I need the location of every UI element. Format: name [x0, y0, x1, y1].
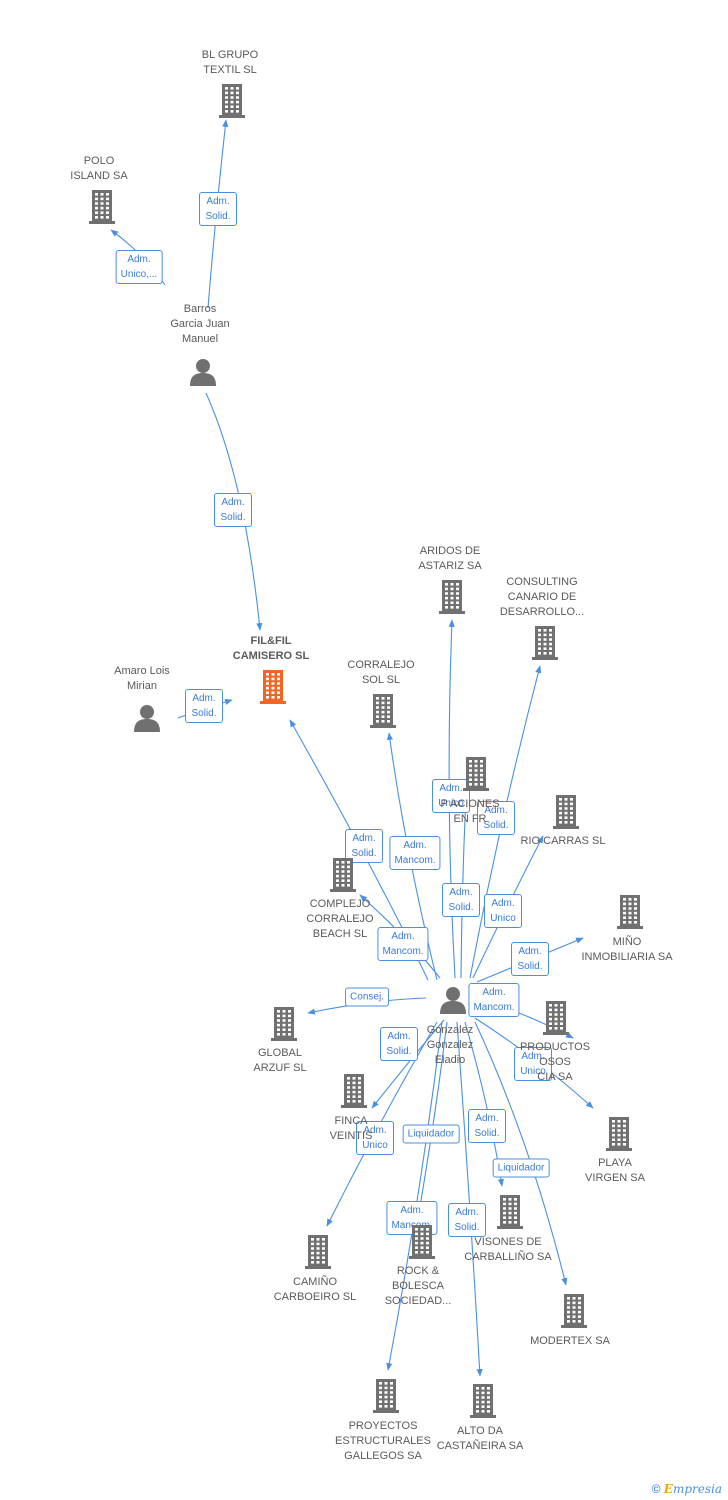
- node-label-camino[interactable]: CAMIÑO CARBOEIRO SL: [273, 1276, 357, 1303]
- edge-label-gonzalez-to-filfil[interactable]: Adm. Solid.: [345, 829, 383, 863]
- company-building-icon[interactable]: [373, 1379, 399, 1418]
- brand-logo-initial: E: [663, 1482, 673, 1496]
- company-building-icon[interactable]: [606, 1117, 632, 1156]
- company-building-icon[interactable]: [561, 1294, 587, 1333]
- company-building-icon[interactable]: [271, 1007, 297, 1046]
- node-label-proyectos[interactable]: PROYECTOS ESTRUCTURALES GALLEGOS SA: [335, 1420, 431, 1462]
- company-building-icon[interactable]: [341, 1074, 367, 1113]
- company-building-icon[interactable]: [305, 1235, 331, 1274]
- edge-label-gonzalez-to-finca[interactable]: Adm. Solid.: [380, 1027, 418, 1061]
- company-building-icon[interactable]: [543, 1001, 569, 1040]
- edge-label-gonzalez-to-alto[interactable]: Adm. Solid.: [448, 1203, 486, 1237]
- edge-label-gonzalez-to-rio_carras[interactable]: Adm. Unico: [484, 894, 522, 928]
- node-label-productos[interactable]: PRODUCTOS OSOS CIA SA: [519, 1041, 591, 1083]
- person-icon[interactable]: [439, 986, 467, 1019]
- edge-label-gonzalez-to-modertex[interactable]: Liquidador: [492, 1158, 550, 1178]
- node-label-p_en_fr[interactable]: P ACIONES EN FR: [440, 798, 500, 825]
- edge-gonzalez-to-finca: [371, 1019, 445, 1109]
- edge-label-barros-to-bl_grupo[interactable]: Adm. Solid.: [199, 192, 237, 226]
- brand-footer: © Empresia: [652, 1482, 722, 1496]
- company-building-icon[interactable]: [219, 84, 245, 123]
- company-building-icon[interactable]: [330, 858, 356, 897]
- node-label-visones[interactable]: VISONES DE CARBALLIÑO SA: [464, 1236, 552, 1263]
- node-label-modertex[interactable]: MODERTEX SA: [530, 1335, 610, 1347]
- company-building-icon[interactable]: [463, 757, 489, 796]
- company-building-icon[interactable]: [260, 670, 286, 709]
- company-building-icon[interactable]: [439, 580, 465, 619]
- edge-label-gonzalez-to-camino[interactable]: Adm. Unico: [356, 1121, 394, 1155]
- company-building-icon[interactable]: [89, 190, 115, 229]
- edge-label-barros-to-polo[interactable]: Adm. Unico,...: [115, 250, 163, 284]
- node-label-complejo[interactable]: COMPLEJO CORRALEJO BEACH SL: [306, 898, 374, 940]
- edge-label-gonzalez-to-global[interactable]: Consej.: [345, 987, 389, 1007]
- edge-label-gonzalez-to-playa[interactable]: Adm. Unico: [514, 1047, 552, 1081]
- brand-logo-text: mpresia: [672, 1482, 722, 1496]
- node-label-filfil[interactable]: FIL&FIL CAMISERO SL: [232, 635, 310, 662]
- edge-label-gonzalez-to-corralejo_sol[interactable]: Adm. Mancom.: [389, 836, 441, 870]
- company-building-icon[interactable]: [409, 1225, 435, 1264]
- node-label-mino[interactable]: MIÑO INMOBILIARIA SA: [581, 936, 673, 963]
- node-label-barros[interactable]: Barros Garcia Juan Manuel: [170, 303, 230, 345]
- edge-label-gonzalez-to-consulting[interactable]: Adm. Solid.: [477, 801, 515, 835]
- edge-label-gonzalez-to-p_en_fr[interactable]: Adm. Solid.: [442, 883, 480, 917]
- node-label-consulting[interactable]: CONSULTING CANARIO DE DESARROLLO...: [499, 576, 585, 618]
- node-label-amaro[interactable]: Amaro Lois Mirian: [114, 665, 170, 692]
- edge-gonzalez-to-modertex: [474, 1021, 568, 1286]
- edge-gonzalez-to-alto: [456, 1021, 483, 1377]
- edge-label-gonzalez-to-rock[interactable]: Liquidador: [402, 1124, 460, 1144]
- edge-label-amaro-to-filfil[interactable]: Adm. Solid.: [185, 689, 223, 723]
- company-building-icon[interactable]: [617, 895, 643, 934]
- node-label-corralejo_sol[interactable]: CORRALEJO SOL SL: [347, 659, 415, 686]
- person-icon[interactable]: [189, 358, 217, 391]
- node-label-finca[interactable]: FINCA VEINTIS: [329, 1115, 373, 1142]
- node-label-rio_carras[interactable]: RIO CARRAS SL: [520, 835, 606, 847]
- company-building-icon[interactable]: [370, 694, 396, 733]
- edge-label-barros-to-filfil[interactable]: Adm. Solid.: [214, 493, 252, 527]
- node-label-gonzalez[interactable]: Gonzalez Gonzalez Eladio: [426, 1024, 474, 1066]
- node-label-global[interactable]: GLOBAL ARZUF SL: [253, 1047, 307, 1074]
- company-building-icon[interactable]: [532, 626, 558, 665]
- edge-label-gonzalez-to-productos[interactable]: Adm. Mancom.: [468, 983, 520, 1017]
- node-label-playa[interactable]: PLAYA VIRGEN SA: [585, 1157, 645, 1184]
- node-label-aridos[interactable]: ARIDOS DE ASTARIZ SA: [418, 545, 482, 572]
- edge-gonzalez-to-proyectos: [386, 1021, 443, 1371]
- company-building-icon[interactable]: [497, 1195, 523, 1234]
- edge-label-gonzalez-to-aridos[interactable]: Adm. Unico: [432, 779, 470, 813]
- node-label-rock[interactable]: ROCK & BOLESCA SOCIEDAD...: [384, 1265, 452, 1307]
- edge-gonzalez-to-rock: [416, 1021, 448, 1219]
- edge-label-gonzalez-to-mino[interactable]: Adm. Solid.: [511, 942, 549, 976]
- company-building-icon[interactable]: [553, 795, 579, 834]
- node-label-alto[interactable]: ALTO DA CASTAÑEIRA SA: [436, 1425, 524, 1452]
- person-icon[interactable]: [133, 704, 161, 737]
- company-building-icon[interactable]: [470, 1384, 496, 1423]
- edge-label-gonzalez-to-complejo[interactable]: Adm. Mancom.: [377, 927, 429, 961]
- edge-label-gonzalez-to-visones[interactable]: Adm. Solid.: [468, 1109, 506, 1143]
- node-label-polo[interactable]: POLO ISLAND SA: [70, 155, 128, 182]
- copyright-icon: ©: [651, 1482, 661, 1496]
- node-label-bl_grupo[interactable]: BL GRUPO TEXTIL SL: [201, 49, 259, 76]
